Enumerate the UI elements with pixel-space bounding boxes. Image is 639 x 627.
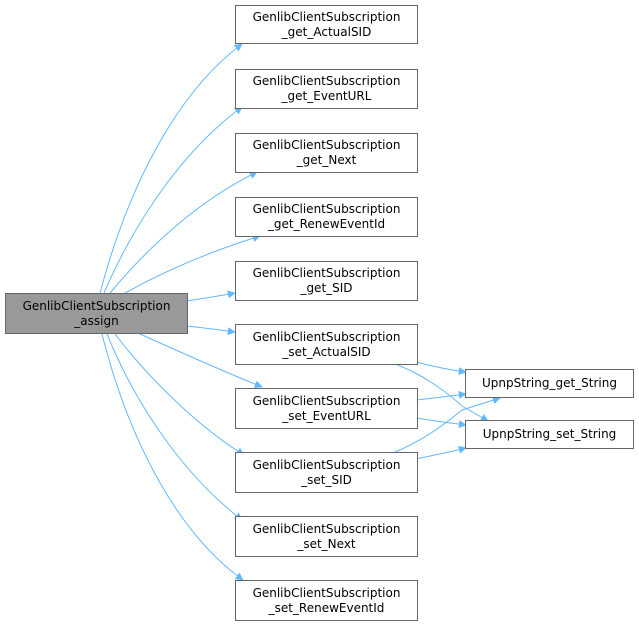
node-label-line2: _get_Next (296, 153, 357, 167)
node-label-line2: _get_RenewEventId (267, 217, 386, 231)
node-set-eventurl[interactable]: GenlibClientSubscription _set_EventURL (235, 388, 418, 429)
node-get-actualsid[interactable]: GenlibClientSubscription _get_ActualSID (235, 5, 418, 44)
edge-set-eventurl-to-set-string (415, 417, 467, 429)
node-label: UpnpString_get_String (482, 376, 617, 390)
node-genlibclientsubscription-assign: GenlibClientSubscription _assign (5, 293, 188, 334)
edge-root-to-set-next (106, 333, 243, 521)
node-label-line1: GenlibClientSubscription (252, 521, 401, 536)
node-label-line2: _set_ActualSID (282, 344, 371, 359)
edge-root-to-get-next (109, 171, 258, 294)
node-get-sid[interactable]: GenlibClientSubscription _get_SID (235, 261, 418, 301)
node-set-reneweventid[interactable]: GenlibClientSubscription _set_RenewEvent… (235, 580, 418, 621)
node-label-line2: _get_ActualSID (281, 24, 372, 39)
node-upnpstring-get-string[interactable]: UpnpString_get_String (465, 369, 634, 398)
edge-root-to-get-eventurl (103, 106, 243, 294)
node-label-line2: _set_Next (297, 536, 356, 551)
node-label-line1: GenlibClientSubscription (252, 74, 401, 88)
node-label-line1: GenlibClientSubscription (252, 585, 401, 600)
node-label: UpnpString_set_String (482, 427, 617, 441)
node-label-line2: _set_SID (301, 472, 352, 487)
edge-set-sid-to-get-string (394, 396, 501, 453)
node-label-line1: GenlibClientSubscription (252, 266, 401, 280)
edge-root-to-get-sid (186, 290, 236, 302)
node-get-next[interactable]: GenlibClientSubscription _get_Next (235, 133, 418, 173)
node-set-sid[interactable]: GenlibClientSubscription _set_SID (235, 452, 418, 493)
edge-root-to-get-actualsid (99, 43, 243, 294)
edge-set-actualsid-to-get-string (415, 361, 467, 376)
node-label-line2: _set_EventURL (282, 408, 371, 423)
edge-root-to-set-reneweventid (101, 333, 244, 581)
node-label-line1: GenlibClientSubscription (252, 457, 401, 472)
edge-root-to-get-reneweventid (124, 234, 261, 294)
node-label-line1: GenlibClientSubscription (252, 329, 401, 344)
node-label-line2: _get_SID (300, 281, 353, 295)
node-get-eventurl[interactable]: GenlibClientSubscription _get_EventURL (235, 69, 418, 109)
node-label-line1: GenlibClientSubscription (252, 138, 401, 152)
node-get-reneweventid[interactable]: GenlibClientSubscription _get_RenewEvent… (235, 197, 418, 237)
edge-set-eventurl-to-get-string (415, 390, 467, 401)
node-label-line1: GenlibClientSubscription (22, 298, 171, 313)
edge-root-to-set-actualsid (186, 325, 236, 336)
node-upnpstring-set-string[interactable]: UpnpString_set_String (465, 420, 634, 449)
node-label-line2: _get_EventURL (281, 89, 372, 103)
node-label-line1: GenlibClientSubscription (252, 393, 401, 408)
edge-root-to-set-sid (114, 333, 245, 456)
node-label-line2: _set_RenewEventId (268, 600, 385, 615)
node-label-line1: GenlibClientSubscription (252, 202, 401, 216)
node-label-line2: _assign (74, 313, 119, 328)
node-set-actualsid[interactable]: GenlibClientSubscription _set_ActualSID (235, 324, 418, 365)
edge-root-to-set-eventurl (139, 333, 263, 389)
edge-set-sid-to-set-string (415, 445, 467, 460)
edge-set-actualsid-to-set-string (394, 363, 489, 422)
node-label-line1: GenlibClientSubscription (252, 9, 401, 24)
node-set-next[interactable]: GenlibClientSubscription _set_Next (235, 516, 418, 557)
